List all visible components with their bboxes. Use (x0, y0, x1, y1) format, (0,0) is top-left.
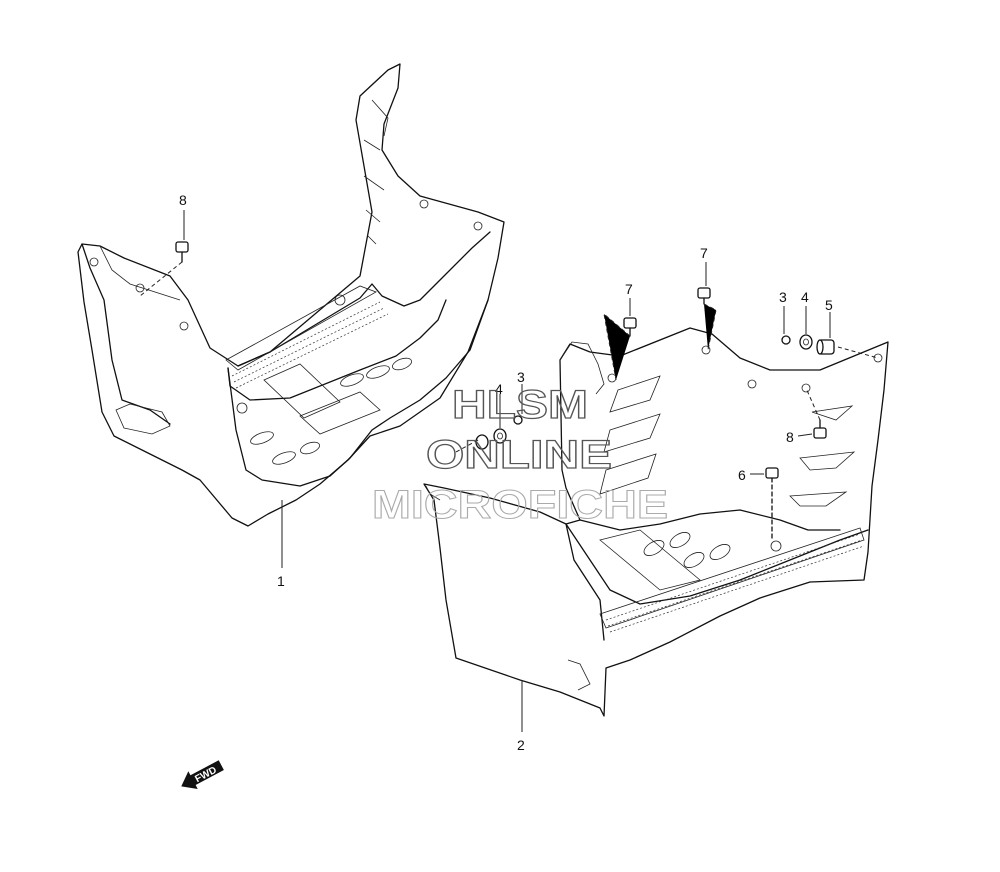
watermark-line-2: ONLINE (426, 433, 612, 477)
fastener-washer-4-left (493, 428, 507, 444)
watermark-line-3: MICROFICHE (372, 483, 668, 527)
fwd-arrow-icon (181, 760, 224, 789)
callout-part-6: 6 (738, 467, 746, 483)
callout-part-2: 2 (517, 737, 525, 753)
floor-panel-right (423, 327, 889, 717)
callout-part-3-right: 3 (779, 289, 787, 305)
fastener-clip-7-left (623, 317, 637, 337)
fastener-bolt-6 (765, 467, 779, 541)
watermark: HLSM ONLINE MICROFICHE (372, 382, 669, 527)
fastener-grommet-left (475, 434, 489, 450)
fastener-screw-3-left (513, 415, 523, 425)
fastener-collar-5 (816, 339, 835, 355)
callout-part-7-left: 7 (625, 281, 633, 297)
fwd-label: FWD (193, 765, 218, 785)
callout-part-7-right: 7 (700, 245, 708, 261)
fastener-bolt-8-right (813, 419, 827, 439)
callout-part-5: 5 (825, 297, 833, 313)
fastener-washer-4-right (799, 334, 813, 350)
watermark-line-1: HLSM (452, 383, 588, 427)
callout-part-3-left: 3 (517, 369, 525, 385)
floor-panel-left (77, 63, 505, 527)
leader-lines (139, 210, 879, 732)
callout-part-4-left: 4 (495, 381, 503, 397)
callout-part-4-right: 4 (801, 289, 809, 305)
callout-part-8-right: 8 (786, 429, 794, 445)
callout-part-1: 1 (277, 573, 285, 589)
fwd-direction-badge: FWD (181, 760, 224, 789)
fastener-screw-3-right (781, 335, 791, 345)
fastener-bolt-8-top-left (175, 241, 189, 263)
callout-labels: 8 1 2 7 7 3 4 5 8 6 3 4 (179, 192, 833, 753)
callout-part-8-top-left: 8 (179, 192, 187, 208)
fastener-clip-7-right (697, 287, 711, 305)
